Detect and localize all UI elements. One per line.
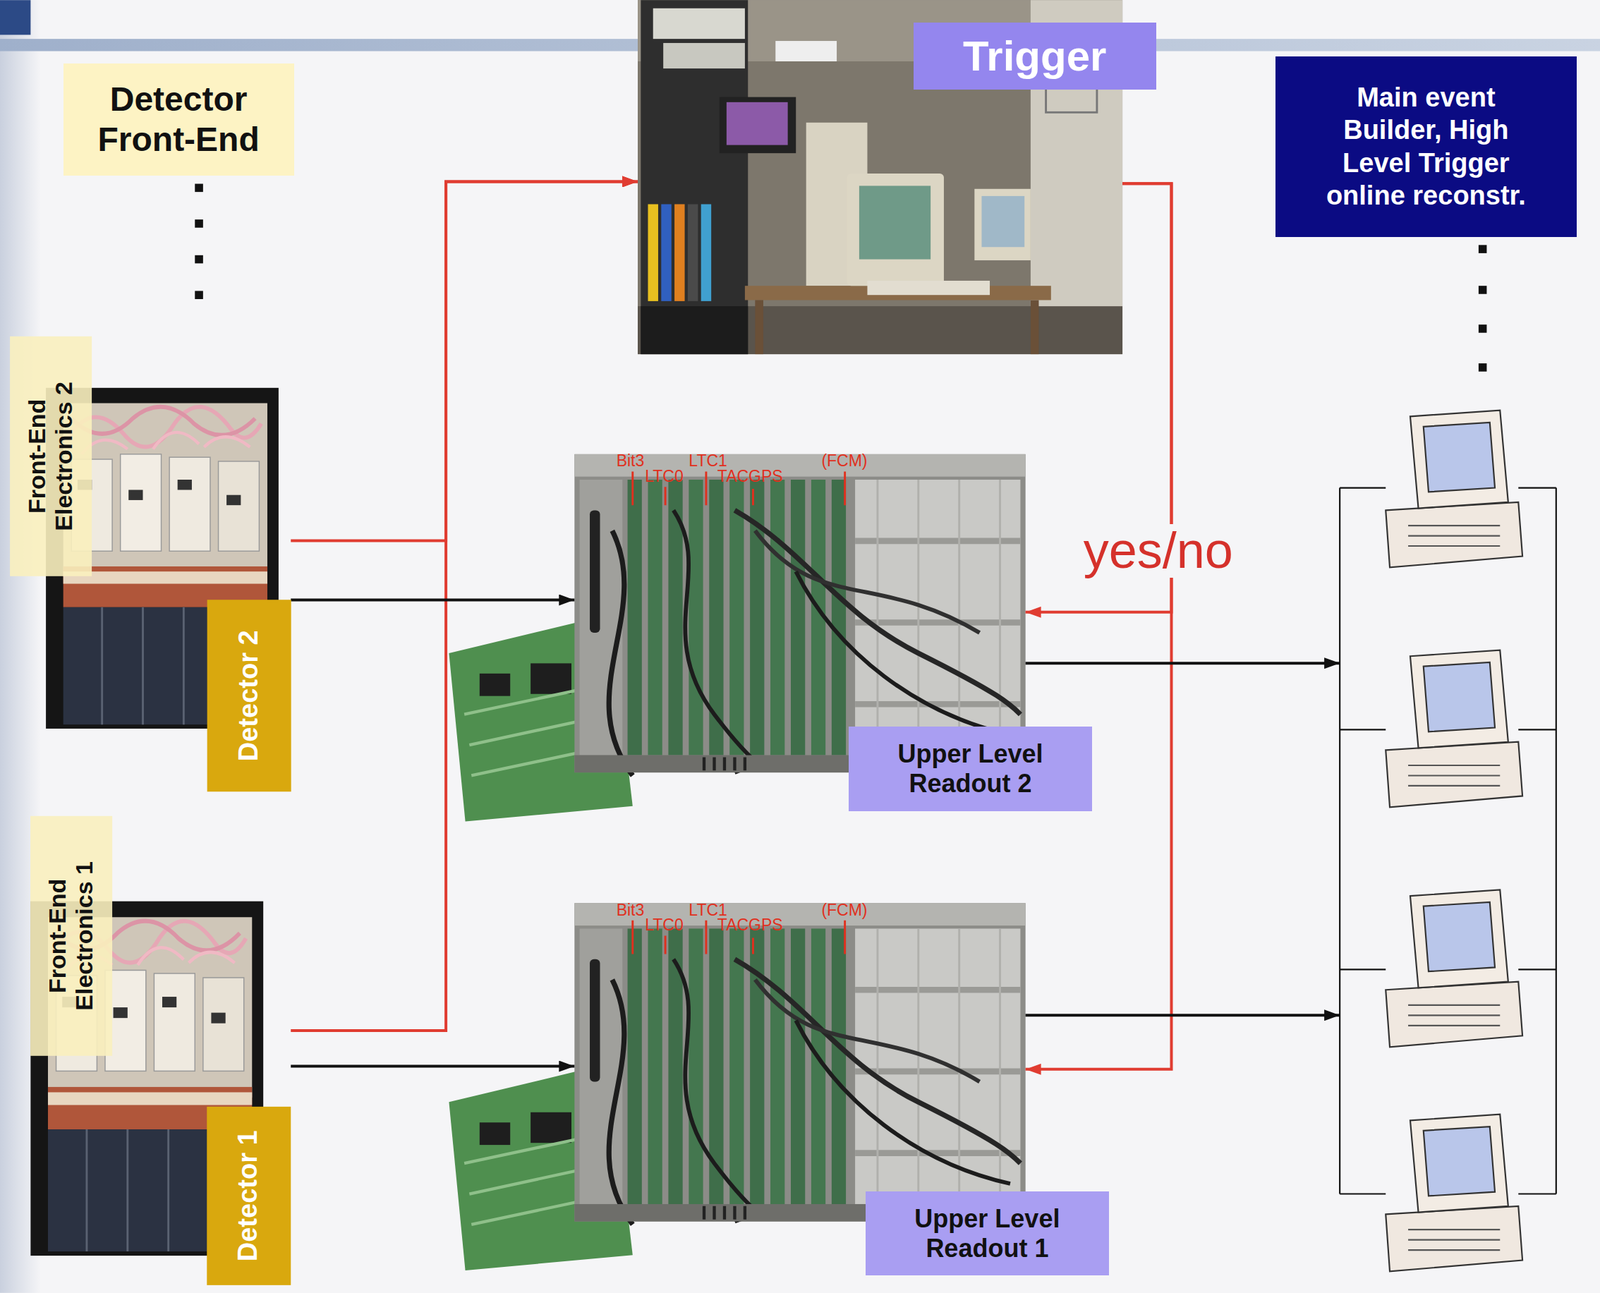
signal-arrow	[1025, 1013, 1341, 1017]
continuation-dots	[194, 184, 204, 193]
computer-icon	[1385, 889, 1523, 1047]
detector-label: Detector 2	[207, 599, 292, 792]
board-label: (FCM)	[821, 902, 868, 919]
board-label: LTC0	[644, 468, 684, 485]
trigger-photo	[653, 8, 745, 39]
signal-arrow	[1025, 183, 1172, 1070]
trigger-photo-box: Trigger	[637, 0, 1123, 355]
board-label: (FCM)	[821, 452, 868, 470]
trigger-photo	[859, 185, 931, 259]
trigger-photo	[775, 40, 837, 62]
network-bus	[1339, 488, 1557, 1195]
detector-label: Detector 1	[207, 1106, 292, 1285]
edge-label: yes/no	[1079, 524, 1238, 578]
trigger-photo	[640, 306, 748, 355]
continuation-dots	[1478, 285, 1488, 295]
front-end-label: Detector Front-End	[63, 63, 295, 176]
continuation-dots	[194, 290, 204, 300]
computer-icon	[1385, 1114, 1523, 1272]
trigger-photo	[974, 189, 1031, 261]
continuation-dots	[194, 255, 204, 264]
electronics-label: Front-End Electronics 2	[9, 336, 92, 577]
trigger-photo	[687, 203, 698, 301]
continuation-dots	[194, 219, 204, 228]
trigger-photo	[640, 0, 748, 355]
signal-arrow	[290, 598, 575, 602]
trigger-photo	[981, 196, 1025, 247]
heading-label: Detector Front-End	[63, 63, 295, 176]
signal-arrow	[1025, 661, 1341, 665]
electronics-label: Front-End Electronics 1	[30, 816, 113, 1057]
network-bus	[1339, 488, 1557, 1195]
trigger-photo	[754, 299, 764, 355]
trigger-photo	[867, 280, 990, 295]
computer-icon	[1385, 650, 1523, 808]
logo-fragment	[0, 0, 31, 35]
trigger-photo	[661, 203, 671, 301]
trigger-photo	[719, 97, 796, 154]
trigger-photo	[647, 203, 658, 301]
computer-icon	[1385, 410, 1523, 568]
trigger-photo	[674, 203, 685, 301]
board-label: LTC1	[688, 452, 728, 470]
board-label: TACGPS	[717, 917, 784, 934]
trigger-photo	[726, 102, 789, 146]
readout-label: Upper Level Readout 1	[865, 1191, 1110, 1276]
trigger-label: Trigger	[913, 22, 1157, 90]
signal-arrow	[290, 181, 638, 1030]
trigger-photo	[1030, 299, 1040, 355]
board-label: LTC0	[644, 917, 684, 934]
board-label: TACGPS	[717, 468, 784, 485]
front-end-photo-box: Front-End Electronics 2 Detector 2	[9, 336, 291, 792]
trigger-photo	[847, 173, 944, 286]
front-end-photo-box: Front-End Electronics 1 Detector 1	[9, 816, 291, 1286]
readout-photo-box: Upper Level Readout 1	[574, 902, 1026, 1235]
signal-arrow	[290, 181, 638, 541]
trigger-photo	[701, 203, 712, 301]
readout-photo-box: Upper Level Readout 2	[574, 454, 1026, 773]
continuation-dots	[1478, 324, 1488, 333]
signal-arrow	[290, 1065, 575, 1069]
board-label: LTC1	[688, 902, 728, 919]
farm-heading: Main event Builder, High Level Trigger o…	[1275, 56, 1577, 238]
event-builder-farm: Main event Builder, High Level Trigger o…	[1339, 56, 1562, 1282]
trigger-photo	[663, 43, 745, 69]
board-label: Bit3	[616, 902, 645, 919]
network-bus	[1339, 488, 1557, 1195]
continuation-dots	[1478, 363, 1488, 372]
readout-label: Upper Level Readout 2	[848, 726, 1092, 812]
board-label: Bit3	[616, 452, 645, 470]
continuation-dots	[1478, 244, 1488, 254]
trigger-photo	[637, 306, 1123, 355]
